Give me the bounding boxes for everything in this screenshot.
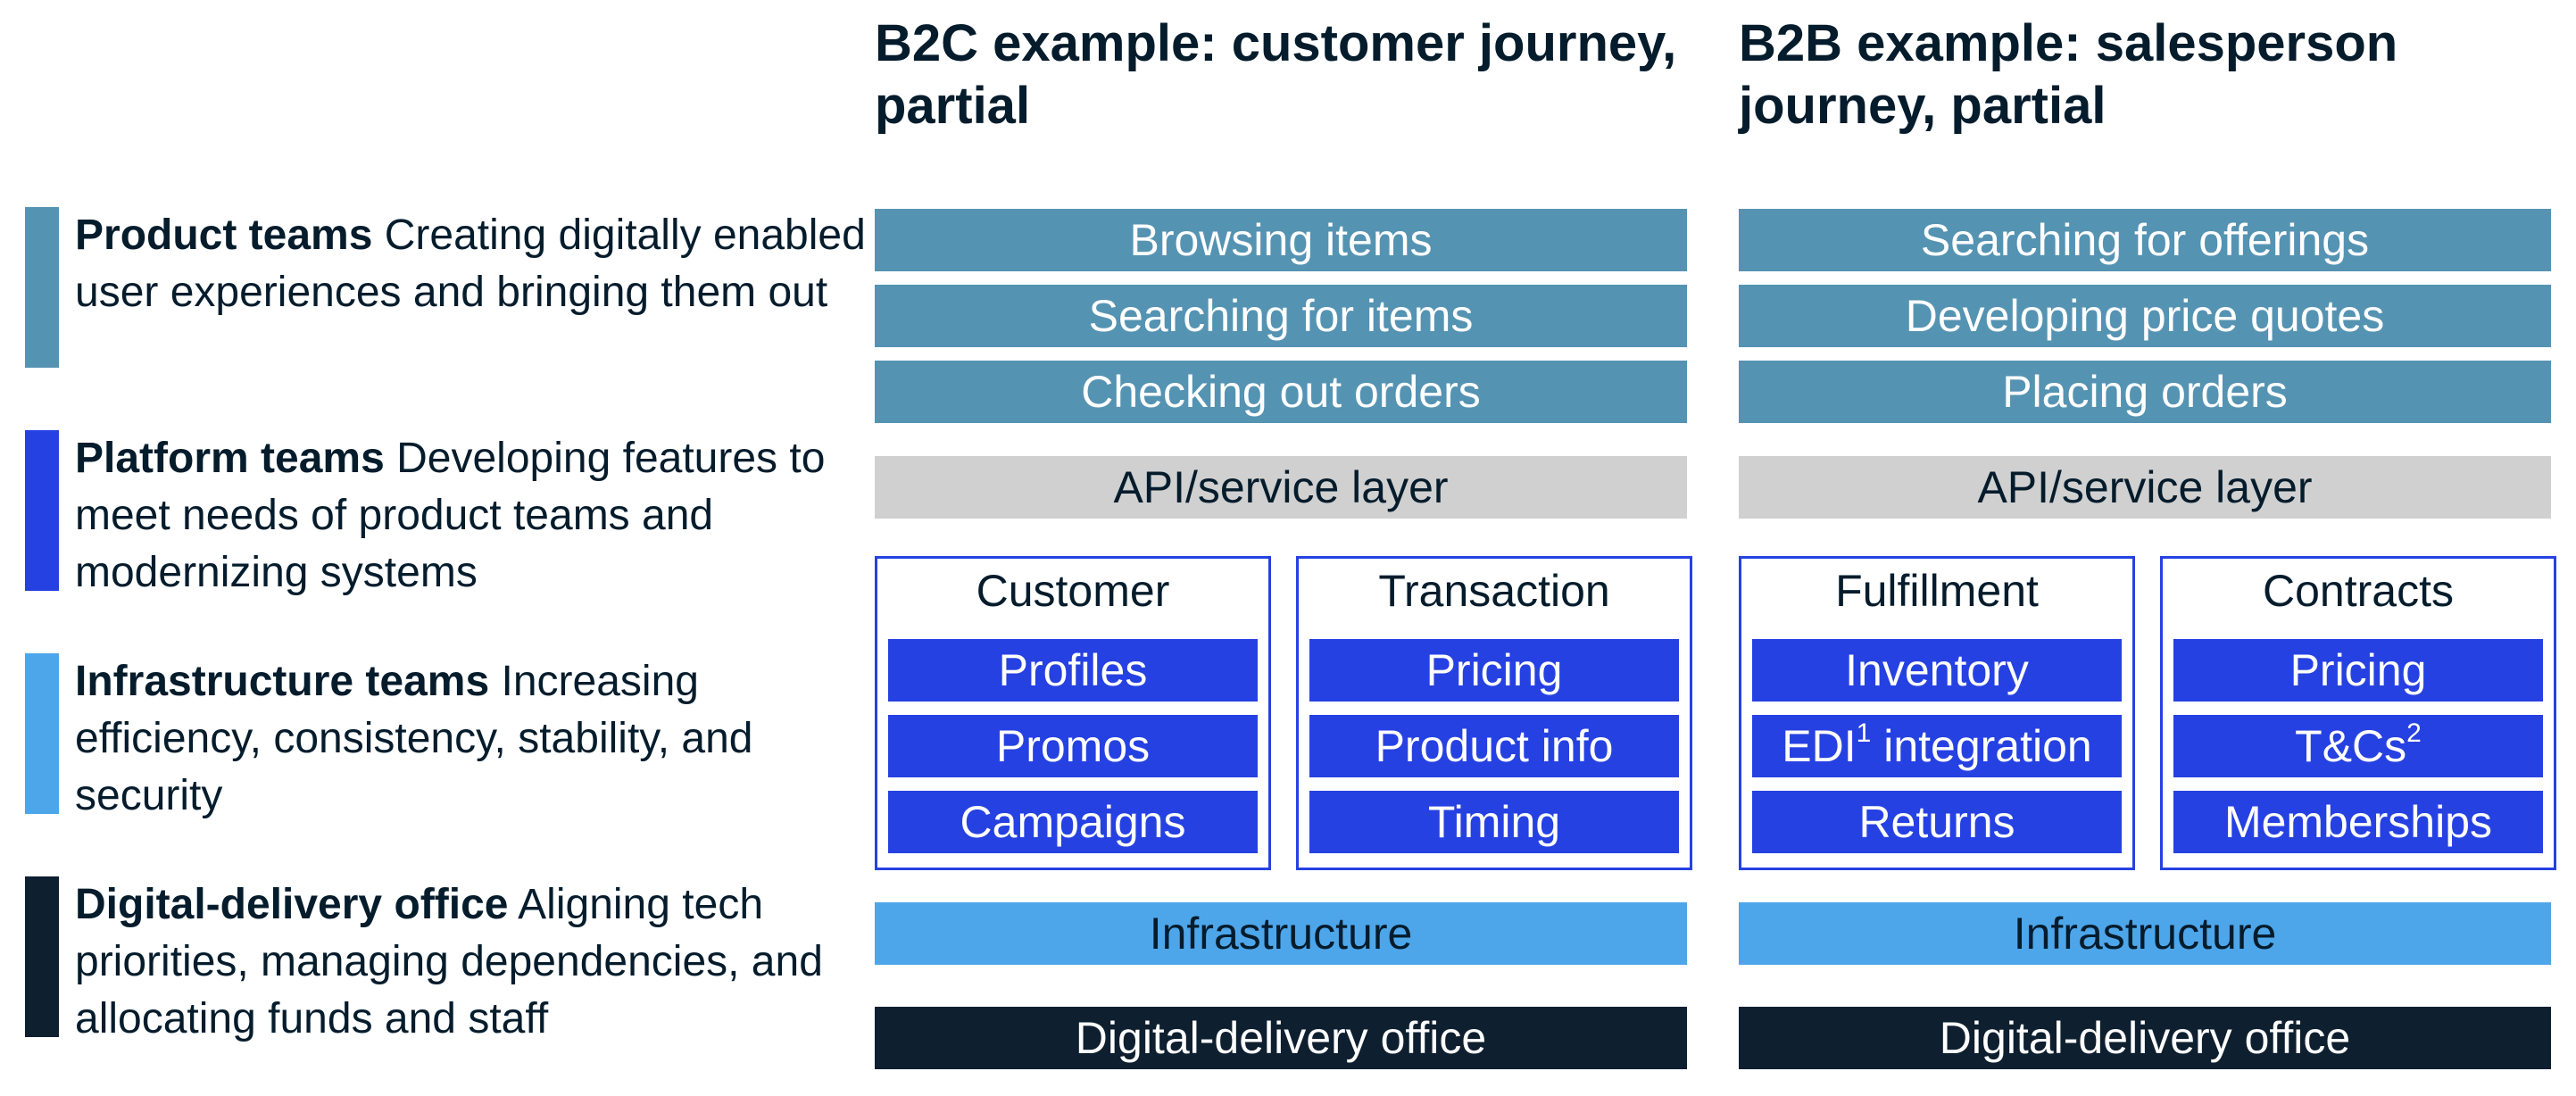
legend-platform-text: Platform teams Developing features to me… <box>75 430 878 602</box>
group-title: Customer <box>976 566 1170 616</box>
b2c-product-bar-browsing: Browsing items <box>875 209 1687 271</box>
tcs-label: T&Cs <box>2295 721 2407 771</box>
legend-infrastructure-title: Infrastructure teams <box>75 658 490 705</box>
b2c-column-title: B2C example: customer journey, partial <box>875 14 1677 135</box>
infrastructure-teams-color-swatch <box>25 653 59 814</box>
platform-chip-promos: Promos <box>888 715 1258 777</box>
edi-suffix: integration <box>1871 721 2092 771</box>
legend-product-teams: Product teams Creating digitally enabled… <box>25 207 866 368</box>
platform-chip-timing: Timing <box>1309 791 1679 853</box>
legend-product-title: Product teams <box>75 212 373 259</box>
legend-digital-delivery-office: Digital-delivery office Aligning tech pr… <box>25 876 855 1042</box>
b2b-product-bar-quotes: Developing price quotes <box>1739 285 2551 347</box>
platform-chip-pricing: Pricing <box>2173 639 2543 702</box>
b2b-product-bar-orders: Placing orders <box>1739 361 2551 423</box>
platform-chip-returns: Returns <box>1752 791 2122 853</box>
product-teams-color-swatch <box>25 207 59 368</box>
b2b-digital-delivery-office-bar: Digital-delivery office <box>1739 1007 2551 1069</box>
platform-chip-memberships: Memberships <box>2173 791 2543 853</box>
legend-platform-title: Platform teams <box>75 435 385 482</box>
platform-chip-product-info: Product info <box>1309 715 1679 777</box>
office-color-swatch <box>25 876 59 1037</box>
edi-label: EDI <box>1782 721 1857 771</box>
legend-infrastructure-desc: Increasing efficiency, consistency, stab… <box>75 658 753 819</box>
group-title: Fulfillment <box>1835 566 2039 616</box>
b2b-product-bar-searching: Searching for offerings <box>1739 209 2551 271</box>
b2b-column-title: B2B example: salesperson journey, partia… <box>1739 14 2398 135</box>
b2c-digital-delivery-office-bar: Digital-delivery office <box>875 1007 1687 1069</box>
b2b-api-layer: API/service layer <box>1739 456 2551 519</box>
legend-product-text: Product teams Creating digitally enabled… <box>75 207 878 321</box>
legend-office-text: Digital-delivery office Aligning tech pr… <box>75 876 878 1048</box>
legend-infrastructure-teams: Infrastructure teams Increasing efficien… <box>25 653 855 819</box>
legend-platform-teams: Platform teams Developing features to me… <box>25 430 855 596</box>
group-title: Transaction <box>1378 566 1610 616</box>
b2c-product-bar-checkout: Checking out orders <box>875 361 1687 423</box>
platform-chip-pricing: Pricing <box>1309 639 1679 702</box>
b2c-group-customer: Customer Profiles Promos Campaigns <box>875 556 1271 870</box>
platform-chip-campaigns: Campaigns <box>888 791 1258 853</box>
platform-chip-inventory: Inventory <box>1752 639 2122 702</box>
platform-chip-profiles: Profiles <box>888 639 1258 702</box>
b2c-api-layer: API/service layer <box>875 456 1687 519</box>
legend-product-desc: Creating digitally enabled user experien… <box>75 212 866 316</box>
legend-infrastructure-text: Infrastructure teams Increasing efficien… <box>75 653 878 825</box>
legend-office-desc: Aligning tech priorities, managing depen… <box>75 881 823 1042</box>
b2c-product-bar-searching: Searching for items <box>875 285 1687 347</box>
platform-teams-color-swatch <box>25 430 59 591</box>
b2c-group-transaction: Transaction Pricing Product info Timing <box>1296 556 1692 870</box>
b2c-infrastructure-bar: Infrastructure <box>875 902 1687 965</box>
legend-office-title: Digital-delivery office <box>75 881 509 928</box>
legend-platform-desc: Developing features to meet needs of pro… <box>75 435 826 596</box>
b2b-infrastructure-bar: Infrastructure <box>1739 902 2551 965</box>
group-title: Contracts <box>2263 566 2454 616</box>
